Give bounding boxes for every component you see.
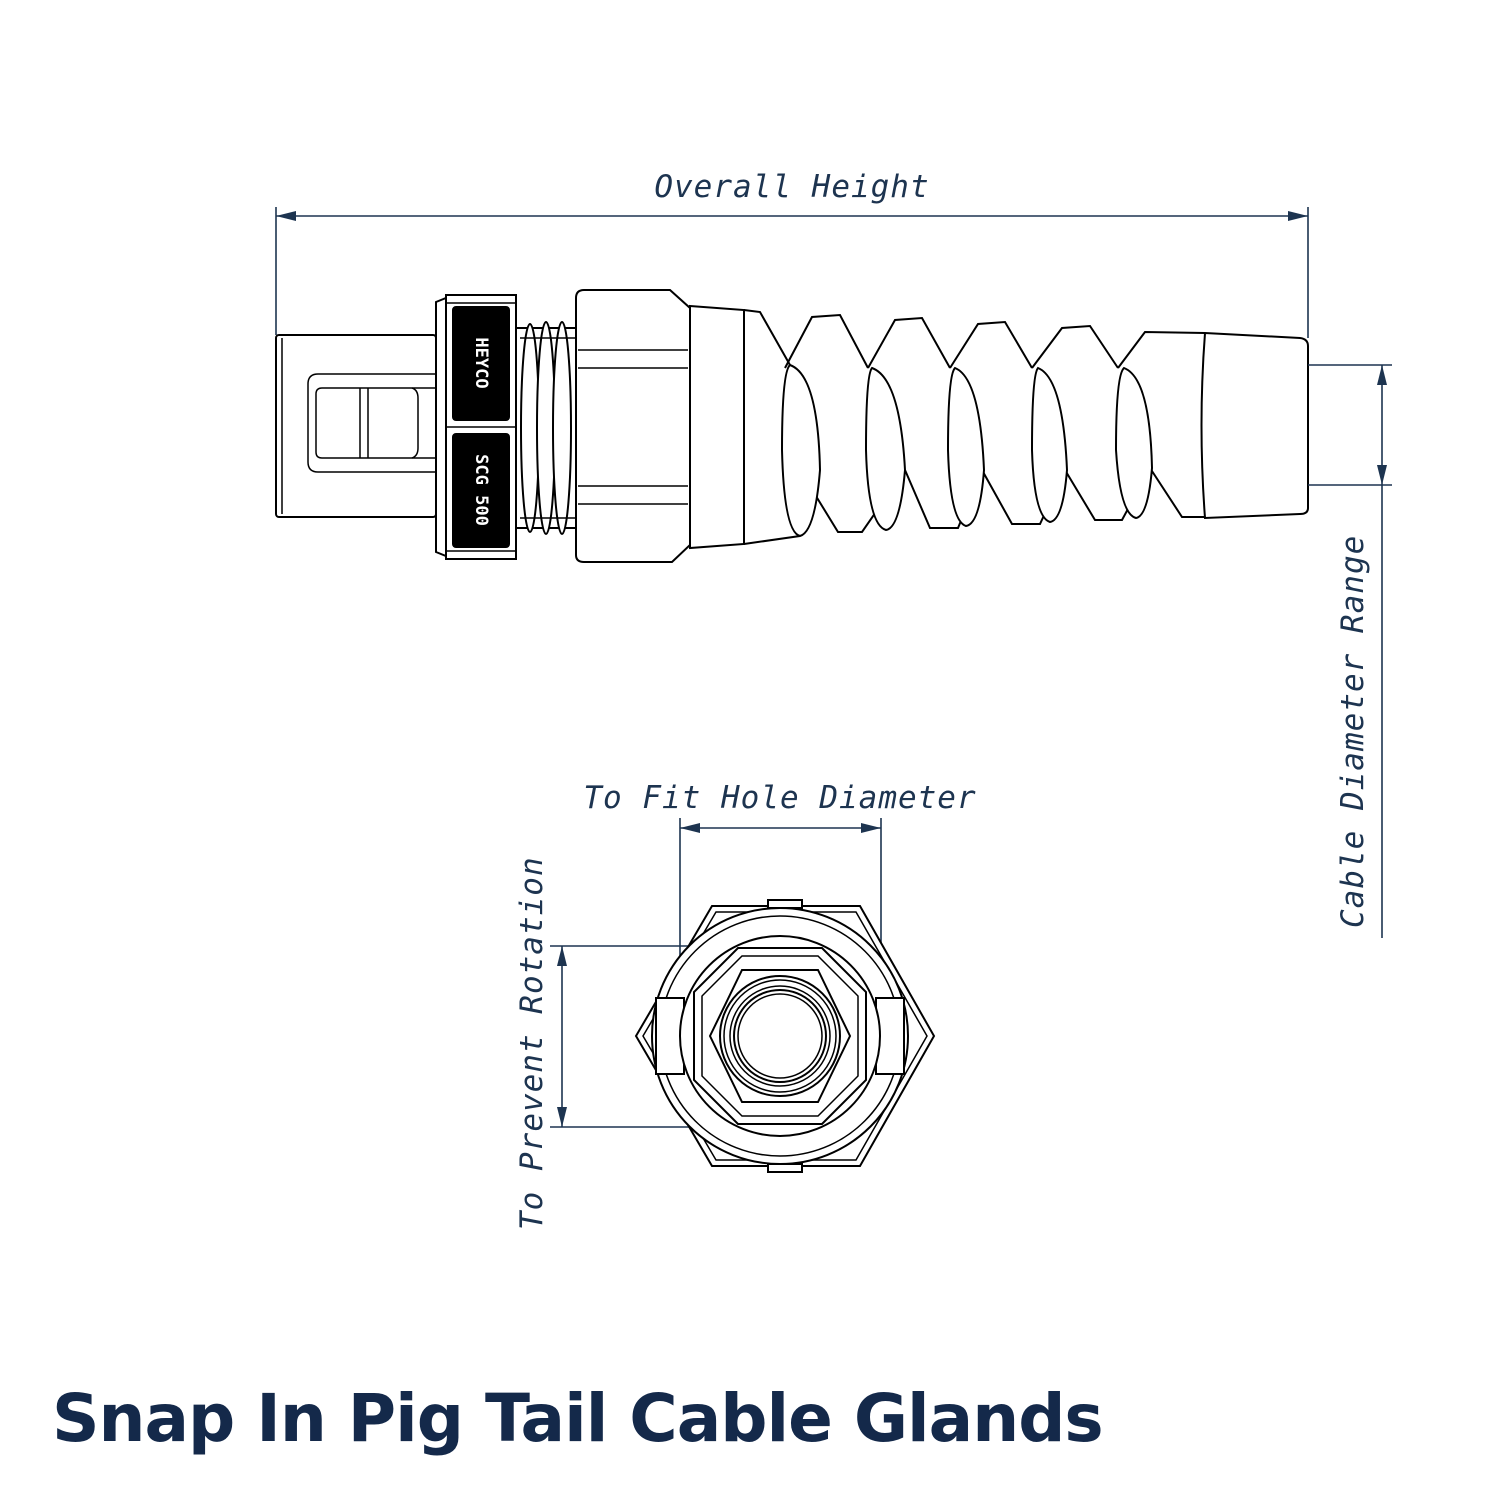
cable-diameter-range-label: Cable Diameter Range bbox=[1335, 535, 1371, 928]
snap-in-barrel bbox=[275, 334, 437, 518]
strain-relief-collar bbox=[689, 304, 745, 550]
pig-tail-spiral bbox=[743, 309, 1206, 545]
overall-height-dimension: Overall Height bbox=[275, 169, 1309, 338]
brand-marking: HEYCO bbox=[471, 337, 491, 388]
hex-nut: HEYCO SCG 500 bbox=[445, 294, 517, 560]
rotation-flat-dimension: To Prevent Rotation bbox=[514, 856, 690, 1230]
to-fit-hole-diameter-label: To Fit Hole Diameter bbox=[583, 780, 976, 816]
model-marking: SCG 500 bbox=[471, 454, 491, 526]
to-prevent-rotation-label: To Prevent Rotation bbox=[514, 856, 550, 1230]
side-view: Overall Height HEYCO SCG 500 bbox=[275, 169, 1392, 938]
overall-height-label: Overall Height bbox=[654, 169, 929, 205]
cable-diameter-dimension: Cable Diameter Range bbox=[1308, 364, 1392, 938]
threaded-body bbox=[515, 321, 577, 535]
flange bbox=[435, 296, 447, 558]
end-view: To Fit Hole Diameter To Prevent Rotation bbox=[514, 780, 976, 1230]
tail-ferrule bbox=[1200, 331, 1309, 520]
page-title: Snap In Pig Tail Cable Glands bbox=[52, 1380, 1104, 1457]
dome-nut bbox=[575, 289, 691, 563]
